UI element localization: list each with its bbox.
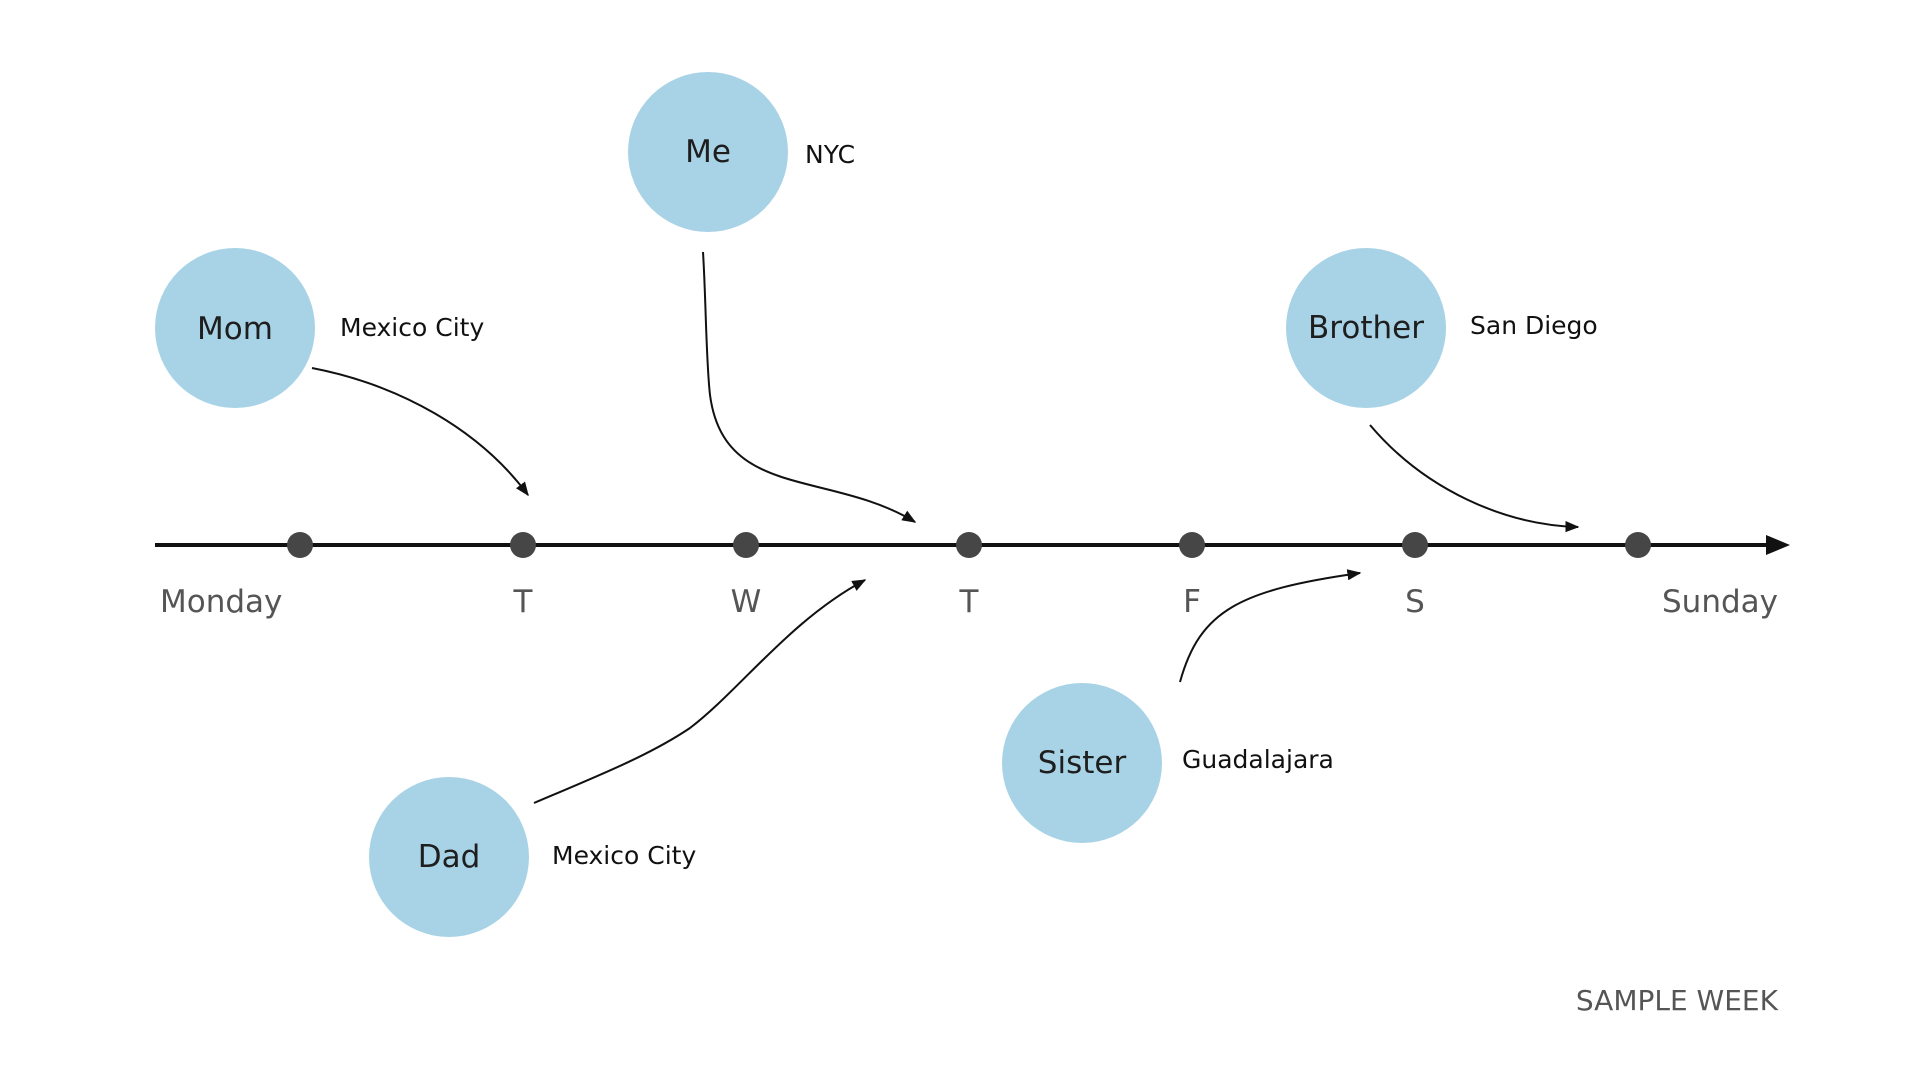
day-label-saturday: S	[1405, 584, 1425, 620]
person-node-sister: Sister Guadalajara	[1002, 683, 1334, 843]
person-name-me: Me	[685, 134, 731, 170]
day-dot-sunday	[1625, 532, 1651, 558]
day-dot-monday	[287, 532, 313, 558]
person-node-me: Me NYC	[628, 72, 855, 232]
person-node-brother: Brother San Diego	[1286, 248, 1598, 408]
day-label-sunday: Sunday	[1662, 584, 1778, 620]
day-dot-friday	[1179, 532, 1205, 558]
connector-mom	[311, 367, 529, 497]
person-node-mom: Mom Mexico City	[155, 248, 484, 408]
person-circle-me	[628, 72, 788, 232]
day-dot-wednesday	[733, 532, 759, 558]
person-name-sister: Sister	[1038, 745, 1127, 781]
day-label-friday: F	[1183, 584, 1201, 620]
day-dot-tuesday	[510, 532, 536, 558]
day-label-tuesday: T	[513, 584, 534, 620]
day-label-thursday: T	[959, 584, 980, 620]
connector-me	[702, 251, 917, 523]
person-name-mom: Mom	[197, 311, 273, 347]
footer-caption: SAMPLE WEEK	[1576, 984, 1779, 1017]
connector-dad	[533, 579, 867, 804]
timeline-arrowhead	[1766, 535, 1790, 555]
city-label-mom: Mexico City	[340, 313, 484, 342]
day-dot-saturday	[1402, 532, 1428, 558]
city-label-brother: San Diego	[1470, 311, 1598, 340]
person-circle-sister	[1002, 683, 1162, 843]
connector-brother	[1369, 424, 1580, 533]
person-circle-dad	[369, 777, 529, 937]
city-label-sister: Guadalajara	[1182, 745, 1334, 774]
person-circle-brother	[1286, 248, 1446, 408]
connector-sister	[1179, 569, 1362, 683]
city-label-dad: Mexico City	[552, 841, 696, 870]
person-circle-mom	[155, 248, 315, 408]
person-name-dad: Dad	[418, 839, 481, 875]
day-label-monday: Monday	[160, 584, 282, 620]
person-node-dad: Dad Mexico City	[369, 777, 696, 937]
city-label-me: NYC	[805, 140, 855, 169]
day-label-wednesday: W	[731, 584, 762, 620]
person-name-brother: Brother	[1308, 310, 1424, 346]
day-dot-thursday	[956, 532, 982, 558]
